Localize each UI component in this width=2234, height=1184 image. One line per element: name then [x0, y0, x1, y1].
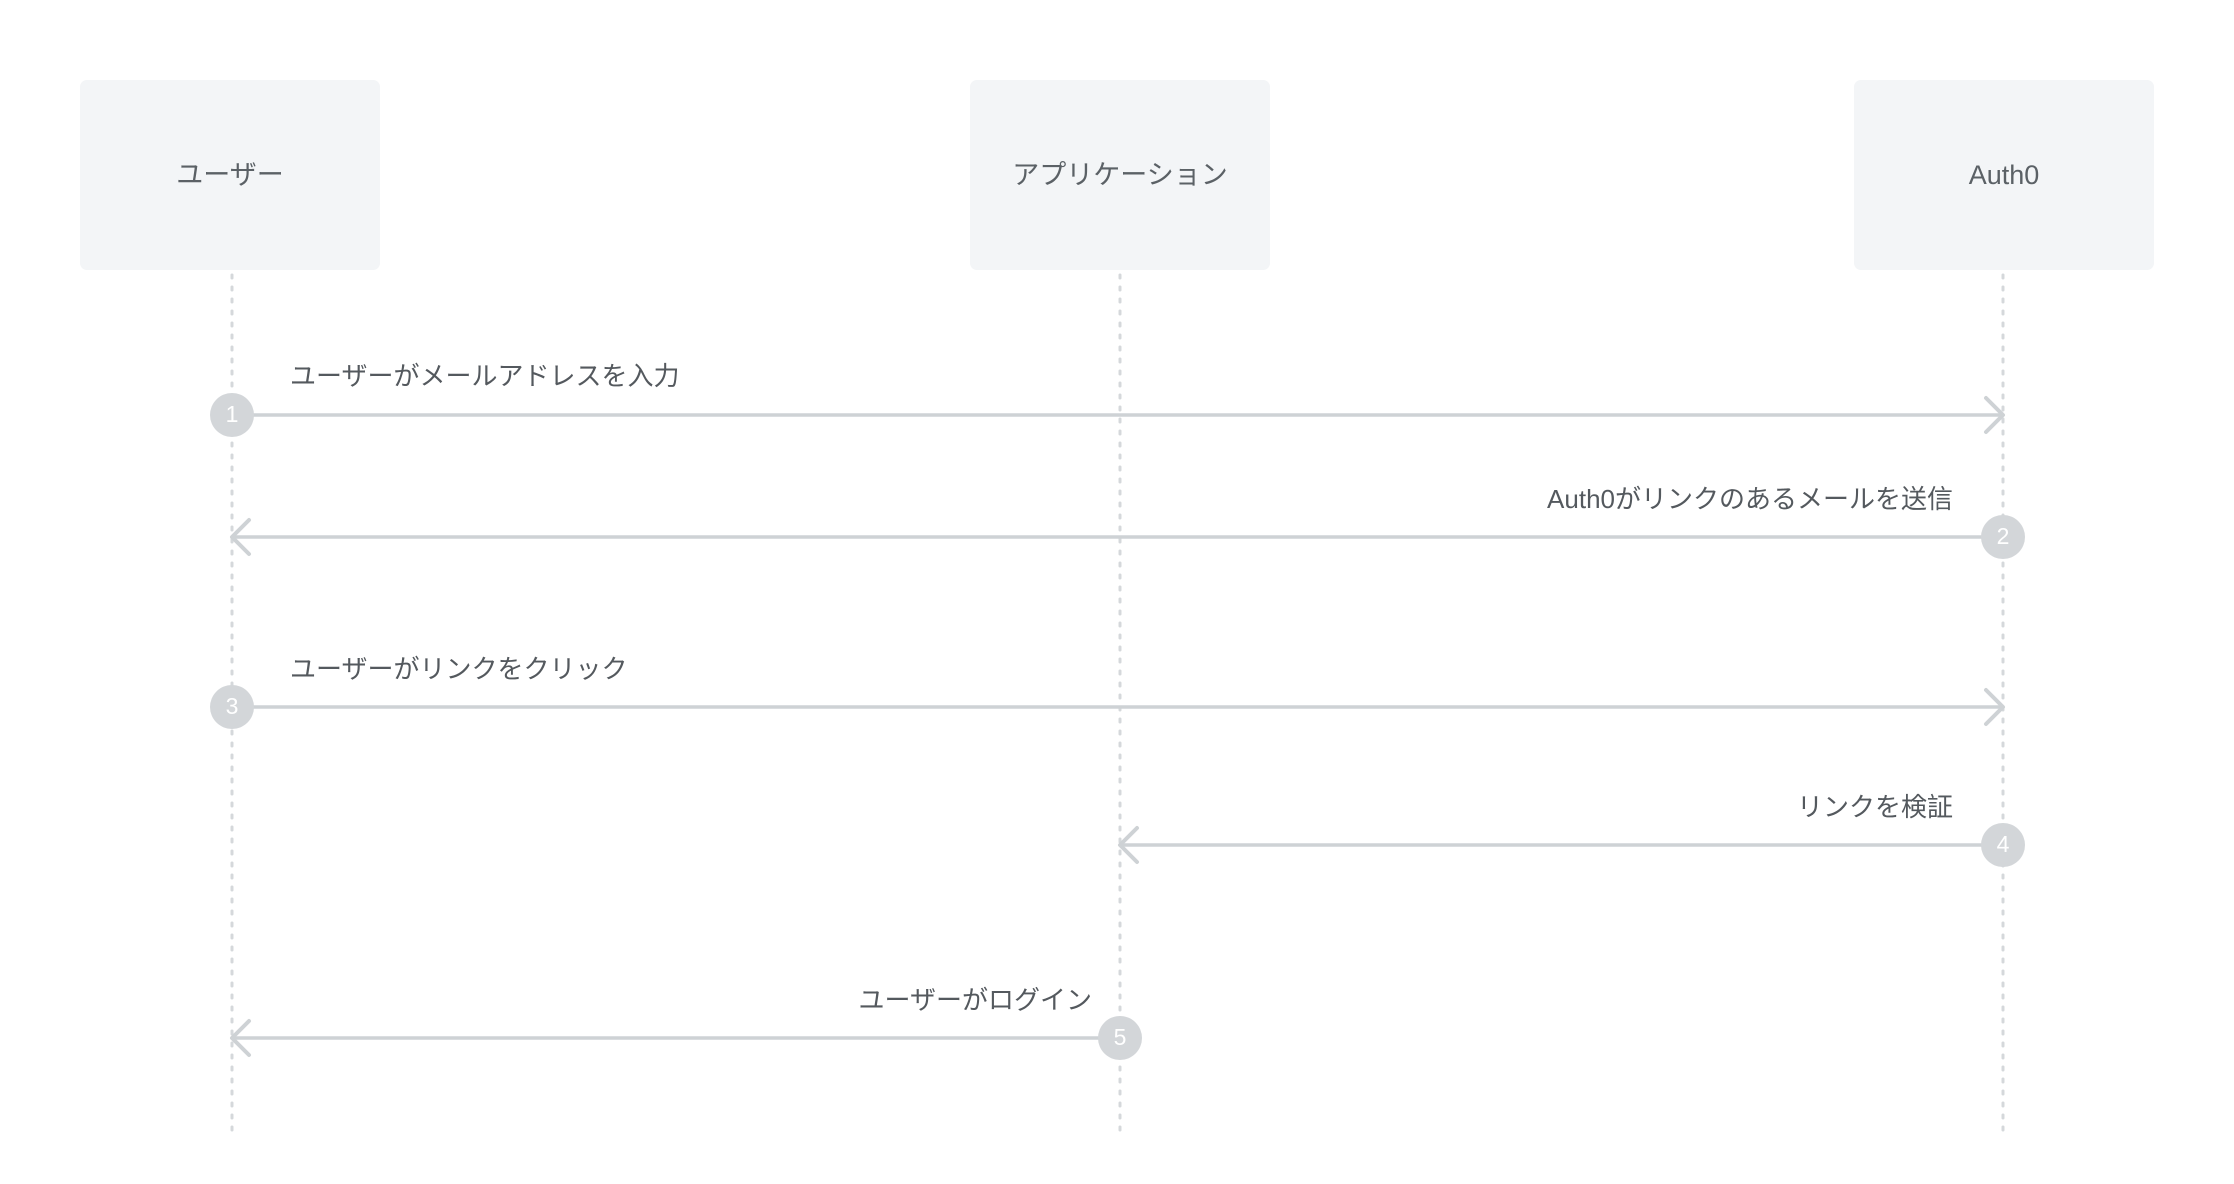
arrowhead-icon-1 — [1984, 396, 2005, 434]
sequence-badge-number-2: 2 — [1997, 523, 2010, 549]
sequence-badge-number-5: 5 — [1114, 1024, 1127, 1050]
sequence-badge-1[interactable]: 1 — [210, 393, 254, 437]
sequence-badge-number-1: 1 — [226, 401, 239, 427]
sequence-badge-4[interactable]: 4 — [1981, 823, 2025, 867]
participant-application[interactable]: アプリケーション — [970, 80, 1270, 270]
participant-box-application — [970, 80, 1270, 270]
message-1[interactable]: ユーザーがメールアドレスを入力 — [232, 361, 2005, 434]
sequence-badge-2[interactable]: 2 — [1981, 515, 2025, 559]
message-4[interactable]: リンクを検証 — [1118, 792, 2003, 864]
message-5[interactable]: ユーザーがログイン — [230, 985, 1120, 1057]
sequence-badge-circle-3 — [210, 685, 254, 729]
arrowhead-icon-4 — [1118, 826, 1139, 864]
participant-auth0[interactable]: Auth0 — [1854, 80, 2154, 270]
participant-label-application: アプリケーション — [1012, 160, 1227, 190]
sequence-badge-circle-4 — [1981, 823, 2025, 867]
message-label-3: ユーザーがリンクをクリック — [290, 654, 627, 684]
sequence-badge-number-4: 4 — [1997, 831, 2010, 857]
arrowhead-icon-3 — [1984, 688, 2005, 726]
sequence-badge-number-3: 3 — [226, 693, 239, 719]
participant-label-user: ユーザー — [176, 160, 283, 190]
message-label-4: リンクを検証 — [1797, 792, 1953, 822]
participant-user[interactable]: ユーザー — [80, 80, 380, 270]
sequence-badge-5[interactable]: 5 — [1098, 1016, 1142, 1060]
participant-box-auth0 — [1854, 80, 2154, 270]
arrowhead-icon-5 — [230, 1019, 251, 1057]
messages-layer: ユーザーがメールアドレスを入力 Auth0がリンクのあるメールを送信ユーザーがリン… — [230, 361, 2005, 1057]
message-label-1: ユーザーがメールアドレスを入力 — [290, 361, 679, 391]
participant-label-auth0: Auth0 — [1969, 160, 2040, 190]
badges-layer: 1 2 3 4 5 — [210, 393, 2025, 1060]
sequence-badge-circle-1 — [210, 393, 254, 437]
message-3[interactable]: ユーザーがリンクをクリック — [232, 654, 2005, 726]
participant-box-user — [80, 80, 380, 270]
message-label-5: ユーザーがログイン — [859, 985, 1092, 1015]
lifelines-layer — [230, 273, 2005, 1132]
sequence-badge-3[interactable]: 3 — [210, 685, 254, 729]
participants-layer: ユーザー アプリケーション Auth0 — [80, 80, 2154, 270]
message-label-2: Auth0がリンクのあるメールを送信 — [1547, 484, 1953, 514]
sequence-badge-circle-5 — [1098, 1016, 1142, 1060]
sequence-badge-circle-2 — [1981, 515, 2025, 559]
arrowhead-icon-2 — [230, 518, 251, 556]
message-2[interactable]: Auth0がリンクのあるメールを送信 — [230, 484, 2003, 556]
